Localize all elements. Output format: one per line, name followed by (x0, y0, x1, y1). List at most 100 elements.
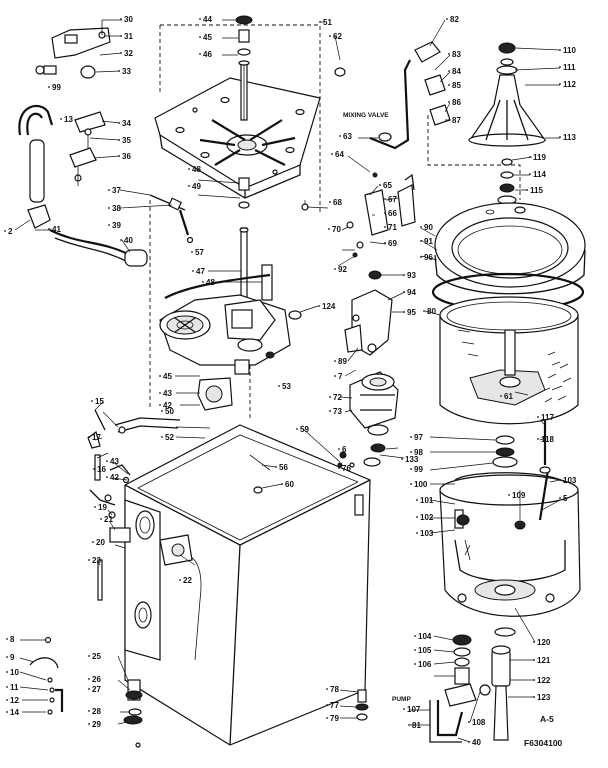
part-number-label: 37 (112, 186, 121, 195)
part-number-label: 2 (8, 227, 13, 236)
part-number-label: 96 (424, 253, 433, 262)
part-number-label: 28 (92, 707, 101, 716)
small-parts-15-23 (87, 409, 131, 601)
part-number-label: 16 (97, 465, 106, 474)
part-number-label: 99 (414, 465, 423, 474)
part-number-label: 31 (124, 32, 133, 41)
part-number-label: 64 (335, 150, 344, 159)
label-dot (159, 392, 161, 394)
part-number-label: 98 (414, 448, 423, 457)
label-dot (529, 156, 531, 158)
part-number-label: 12 (10, 696, 19, 705)
part-number-label: 29 (92, 720, 101, 729)
tub-ring (431, 202, 586, 312)
label-dot (161, 410, 163, 412)
label-dot (48, 86, 50, 88)
label-dot (334, 268, 336, 270)
part-number-label: 61 (504, 392, 513, 401)
label-dot (448, 119, 450, 121)
label-dot (559, 49, 561, 51)
part-number-label: 120 (537, 638, 551, 647)
part-number-label: 90 (424, 223, 433, 232)
part-number-label: 91 (424, 237, 433, 246)
label-dot (420, 226, 422, 228)
label-dot (159, 375, 161, 377)
part-number-label: 66 (388, 209, 397, 218)
part-number-label: 39 (112, 221, 121, 230)
label-dot (120, 18, 122, 20)
hose-assembly (18, 104, 148, 267)
label-dot (533, 679, 535, 681)
part-number-label: 62 (333, 32, 342, 41)
label-dot (6, 638, 8, 640)
label-dot (410, 483, 412, 485)
small-parts-34-36 (69, 111, 106, 186)
label-dot (537, 438, 539, 440)
part-number-label: 21 (104, 515, 113, 524)
label-dot (120, 35, 122, 37)
wash-basket (439, 296, 579, 425)
part-number-label: 35 (122, 136, 131, 145)
label-dot (384, 242, 386, 244)
part-number-label: 40 (472, 738, 481, 747)
tub-small-parts (456, 420, 551, 526)
part-number-label: 22 (183, 576, 192, 585)
label-dot (120, 239, 122, 241)
label-dot (559, 136, 561, 138)
part-number-label: 36 (122, 152, 131, 161)
part-number-label: 19 (98, 503, 107, 512)
label-dot (529, 173, 531, 175)
label-dot (108, 207, 110, 209)
part-number-label: 72 (333, 393, 342, 402)
agitator (427, 42, 547, 205)
label-dot (533, 696, 535, 698)
part-number-label: 17 (92, 433, 101, 442)
part-number-label: 112 (563, 80, 576, 89)
part-number-label: 93 (407, 271, 416, 280)
label-dot (118, 122, 120, 124)
label-dot (408, 724, 410, 726)
label-dot (6, 656, 8, 658)
label-dot (384, 226, 386, 228)
part-number-label: 123 (537, 693, 551, 702)
label-dot (468, 741, 470, 743)
part-number-label: 71 (388, 223, 397, 232)
part-number-label: 113 (563, 133, 576, 142)
part-number-label: 106 (418, 660, 432, 669)
figure-number: F6304100 (524, 738, 563, 748)
part-number-label: 56 (279, 463, 288, 472)
part-number-label: 59 (300, 425, 309, 434)
label-dot (448, 70, 450, 72)
label-dot (326, 704, 328, 706)
label-dot (88, 559, 90, 561)
label-dot (88, 688, 90, 690)
part-number-label: 107 (407, 705, 421, 714)
part-number-label: 79 (330, 714, 339, 723)
part-number-label: 111 (563, 63, 576, 72)
part-number-label: 51 (323, 18, 332, 27)
part-number-label: 43 (163, 389, 172, 398)
label-dot (331, 153, 333, 155)
part-number-label: 69 (388, 239, 397, 248)
pump-bracket-89-93 (344, 270, 393, 356)
mixing-valve-caption: MIXING VALVE (343, 112, 389, 119)
label-dot (448, 53, 450, 55)
part-number-label: 47 (196, 267, 205, 276)
part-number-label: 10 (10, 668, 19, 677)
label-dot (384, 198, 386, 200)
part-number-label: 48 (192, 165, 201, 174)
part-number-label: 83 (452, 50, 461, 59)
part-number-label: 70 (332, 225, 341, 234)
label-dot (334, 360, 336, 362)
label-dot (199, 18, 201, 20)
label-dot (410, 451, 412, 453)
part-number-label: 46 (203, 50, 212, 59)
mixing-valve-63 (378, 132, 392, 142)
part-number-label: 68 (333, 198, 342, 207)
label-dot (326, 717, 328, 719)
part-number-label: 26 (92, 675, 101, 684)
part-number-label: 52 (165, 433, 174, 442)
part-number-label: 9 (10, 653, 15, 662)
label-dot (423, 310, 425, 312)
part-number-label: 13 (64, 115, 73, 124)
